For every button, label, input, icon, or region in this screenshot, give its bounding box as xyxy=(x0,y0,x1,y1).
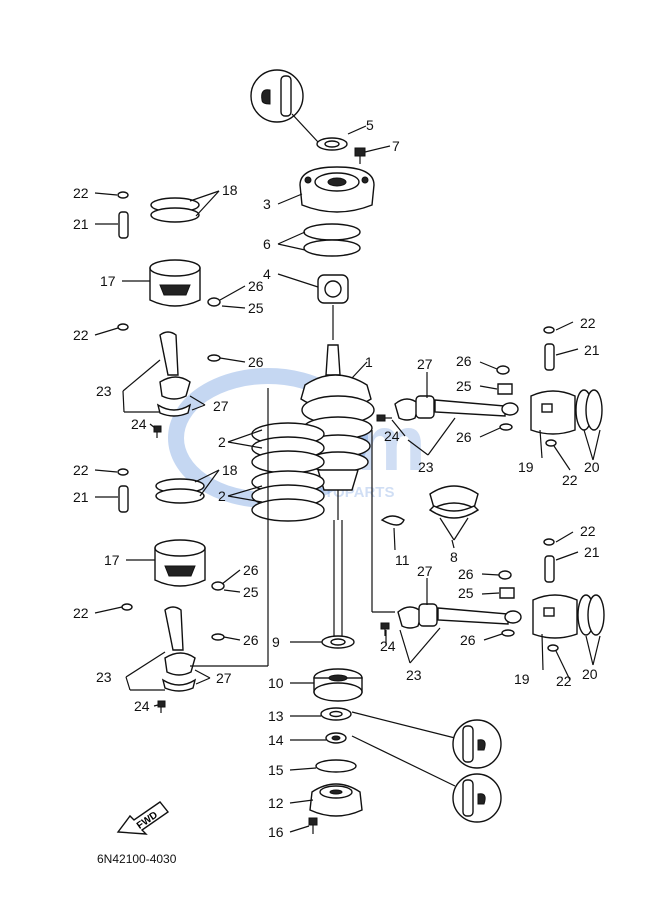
label-26-d: 26 xyxy=(243,632,259,648)
label-13: 13 xyxy=(268,708,284,724)
label-22-c: 22 xyxy=(73,462,89,478)
label-18-b: 18 xyxy=(222,462,238,478)
label-27-b: 27 xyxy=(216,670,232,686)
part-6-o-rings xyxy=(303,223,361,257)
part-11-clip xyxy=(380,515,405,526)
catalog-code: 6N42100-4030 xyxy=(97,852,177,866)
seal-detail-callout-lower-1 xyxy=(351,711,502,769)
part-2-rings xyxy=(251,422,325,522)
part-3-upper-housing xyxy=(299,166,375,213)
label-27-a: 27 xyxy=(213,398,229,414)
label-26-e: 26 xyxy=(456,353,472,369)
label-22-a: 22 xyxy=(73,185,89,201)
seal-detail-callout-top xyxy=(250,69,319,143)
label-26-f: 26 xyxy=(456,429,472,445)
part-10-bearing xyxy=(313,668,363,702)
label-20-a: 20 xyxy=(584,459,600,475)
label-21-a: 21 xyxy=(73,216,89,232)
label-24-b: 24 xyxy=(134,698,150,714)
label-25-a: 25 xyxy=(248,300,264,316)
label-27-c: 27 xyxy=(417,356,433,372)
left-upper-piston-assembly xyxy=(117,191,221,438)
label-25-d: 25 xyxy=(458,585,474,601)
label-24-c: 24 xyxy=(384,428,400,444)
label-22-g: 22 xyxy=(580,523,596,539)
label-22-f: 22 xyxy=(562,472,578,488)
label-27-d: 27 xyxy=(417,563,433,579)
label-26-c: 26 xyxy=(243,562,259,578)
label-5: 5 xyxy=(366,117,374,133)
part-15-o-ring xyxy=(315,759,357,773)
label-4: 4 xyxy=(263,266,271,282)
part-7-bolt xyxy=(354,147,366,164)
label-19-a: 19 xyxy=(518,459,534,475)
label-23-c: 23 xyxy=(418,459,434,475)
label-8: 8 xyxy=(450,549,458,565)
label-23-b: 23 xyxy=(96,669,112,685)
label-15: 15 xyxy=(268,762,284,778)
leader-lines xyxy=(94,125,601,833)
label-17-b: 17 xyxy=(104,552,120,568)
label-2-lower: 2 xyxy=(218,488,226,504)
label-26-h: 26 xyxy=(460,632,476,648)
label-22-b: 22 xyxy=(73,327,89,343)
label-11: 11 xyxy=(395,552,410,568)
label-3: 3 xyxy=(263,196,271,212)
label-25-c: 25 xyxy=(456,378,472,394)
label-10: 10 xyxy=(268,675,284,691)
label-22-h: 22 xyxy=(556,673,572,689)
label-22-d: 22 xyxy=(73,605,89,621)
label-25-b: 25 xyxy=(243,584,259,600)
part-14-seal xyxy=(325,732,347,744)
label-1: 1 xyxy=(365,354,373,370)
right-upper-piston-assembly xyxy=(376,326,603,447)
label-7: 7 xyxy=(392,138,400,154)
label-21-b: 21 xyxy=(73,489,89,505)
label-21-d: 21 xyxy=(584,544,600,560)
label-2-upper: 2 xyxy=(218,434,226,450)
label-20-b: 20 xyxy=(582,666,598,682)
part-5-oil-seal xyxy=(316,137,348,151)
label-14: 14 xyxy=(268,732,284,748)
fwd-arrow: FWD xyxy=(116,801,170,835)
label-17-a: 17 xyxy=(100,273,116,289)
label-24-a: 24 xyxy=(131,416,147,432)
seal-detail-callout-lower-2 xyxy=(351,735,502,823)
part-13-seal xyxy=(320,707,352,721)
label-12: 12 xyxy=(268,795,284,811)
label-21-c: 21 xyxy=(584,342,600,358)
part-number-labels: 5 7 3 6 4 1 2 2 22 21 18 17 26 25 22 26 … xyxy=(73,117,600,840)
left-lower-piston-assembly xyxy=(117,468,225,713)
label-24-d: 24 xyxy=(380,638,396,654)
label-9: 9 xyxy=(272,634,280,650)
right-lower-piston-assembly xyxy=(380,538,605,652)
label-16: 16 xyxy=(268,824,284,840)
label-26-a: 26 xyxy=(248,278,264,294)
label-22-e: 22 xyxy=(580,315,596,331)
part-16-bolt xyxy=(308,817,318,834)
label-6: 6 xyxy=(263,236,271,252)
label-18-a: 18 xyxy=(222,182,238,198)
label-19-b: 19 xyxy=(514,671,530,687)
label-26-g: 26 xyxy=(458,566,474,582)
label-23-d: 23 xyxy=(406,667,422,683)
label-26-b: 26 xyxy=(248,354,264,370)
part-9-seal xyxy=(321,635,355,649)
part-8-bearing xyxy=(428,485,480,541)
part-12-lower-housing xyxy=(309,783,363,817)
part-4-bearing xyxy=(317,274,349,304)
label-23-a: 23 xyxy=(96,383,112,399)
